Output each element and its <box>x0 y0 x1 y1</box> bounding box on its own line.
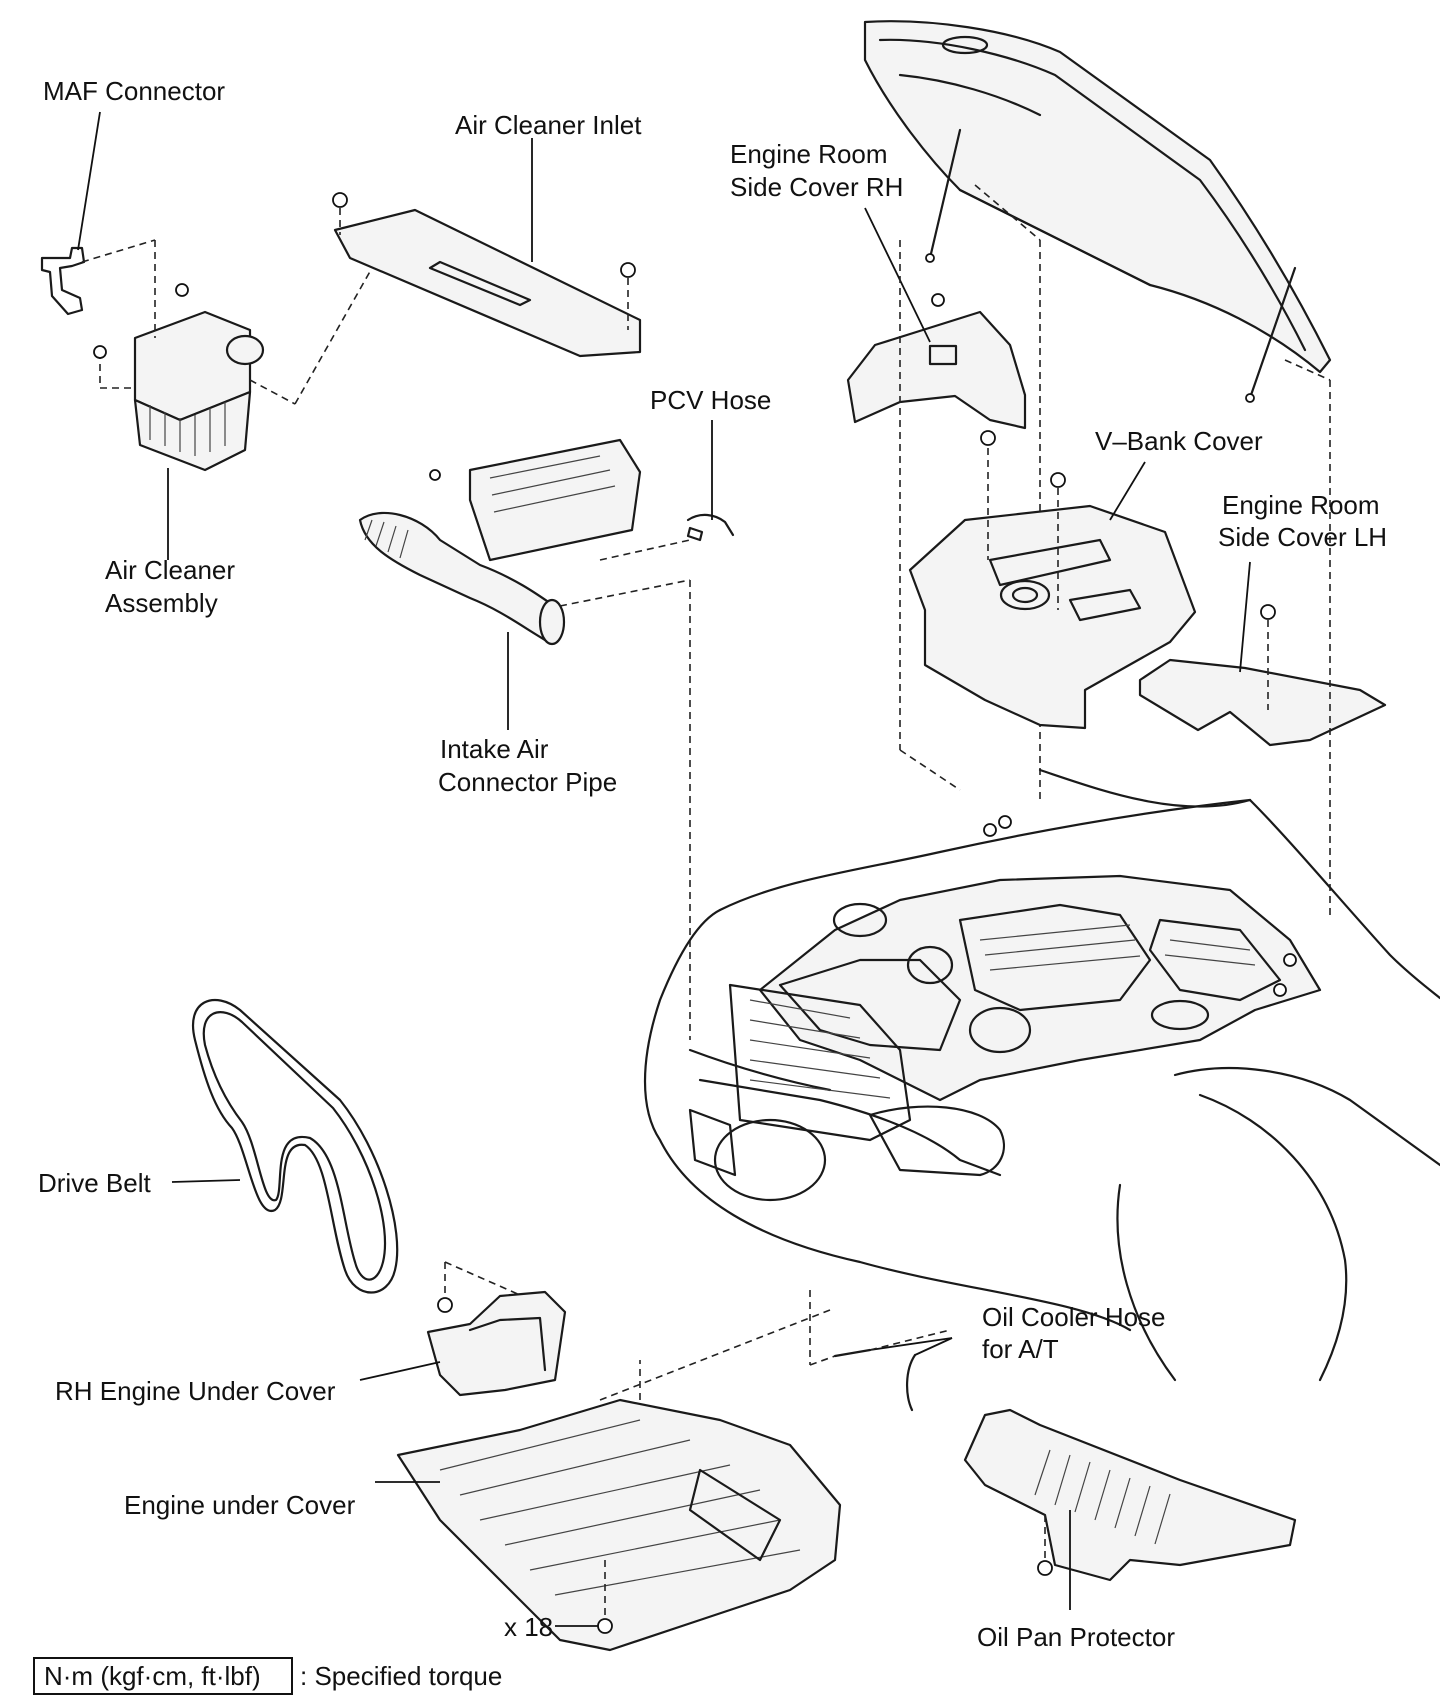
torque-legend: N·m (kgf·cm, ft·lbf) : Specified torque <box>33 1657 502 1695</box>
label-bolt-count: x 18 <box>504 1612 553 1642</box>
intake-air-connector-pipe-part <box>358 438 691 1040</box>
label-air-cleaner-assembly-line2: Assembly <box>105 588 218 618</box>
engine-bay <box>728 874 1322 1142</box>
maf-connector-part <box>40 111 101 316</box>
label-maf-connector: MAF Connector <box>43 76 225 106</box>
label-drive-belt: Drive Belt <box>38 1168 151 1198</box>
rh-engine-under-cover-part <box>359 1261 567 1397</box>
torque-unit-text: N·m (kgf·cm, ft·lbf) <box>44 1661 261 1691</box>
pcv-hose-part <box>686 420 735 542</box>
label-rh-engine-under-cover: RH Engine Under Cover <box>55 1376 336 1406</box>
oil-cooler-hose-part <box>809 1290 953 1412</box>
label-oil-pan-protector: Oil Pan Protector <box>977 1622 1175 1652</box>
drive-belt-part <box>171 998 399 1294</box>
v-bank-cover-part <box>908 430 1197 730</box>
engine-under-cover-part <box>375 1309 842 1652</box>
label-oil-cooler-hose-line2: for A/T <box>982 1334 1059 1364</box>
label-engine-under-cover: Engine under Cover <box>124 1490 356 1520</box>
air-cleaner-inlet-part <box>332 138 642 358</box>
label-engine-room-side-cover-rh-line1: Engine Room <box>730 139 888 169</box>
label-oil-cooler-hose-line1: Oil Cooler Hose <box>982 1302 1166 1332</box>
label-air-cleaner-inlet: Air Cleaner Inlet <box>455 110 642 140</box>
labels: MAF Connector Air Cleaner Inlet Engine R… <box>38 76 1387 1652</box>
torque-unit-box <box>33 1657 293 1695</box>
label-v-bank-cover: V–Bank Cover <box>1095 426 1263 456</box>
label-engine-room-side-cover-lh-line2: Side Cover LH <box>1218 522 1387 552</box>
engine-room-side-cover-lh-part <box>1138 359 1387 920</box>
label-intake-air-connector-pipe-line2: Connector Pipe <box>438 767 617 797</box>
label-air-cleaner-assembly-line1: Air Cleaner <box>105 555 235 585</box>
label-engine-room-side-cover-rh-line2: Side Cover RH <box>730 172 903 202</box>
hood <box>863 20 1332 403</box>
vehicle-front <box>643 768 1440 1382</box>
label-pcv-hose: PCV Hose <box>650 385 771 415</box>
oil-pan-protector-part <box>963 1408 1297 1610</box>
label-intake-air-connector-pipe-line1: Intake Air <box>440 734 549 764</box>
air-cleaner-assembly-part <box>81 239 386 560</box>
label-engine-room-side-cover-lh-line1: Engine Room <box>1222 490 1380 520</box>
torque-legend-description: : Specified torque <box>300 1661 502 1691</box>
